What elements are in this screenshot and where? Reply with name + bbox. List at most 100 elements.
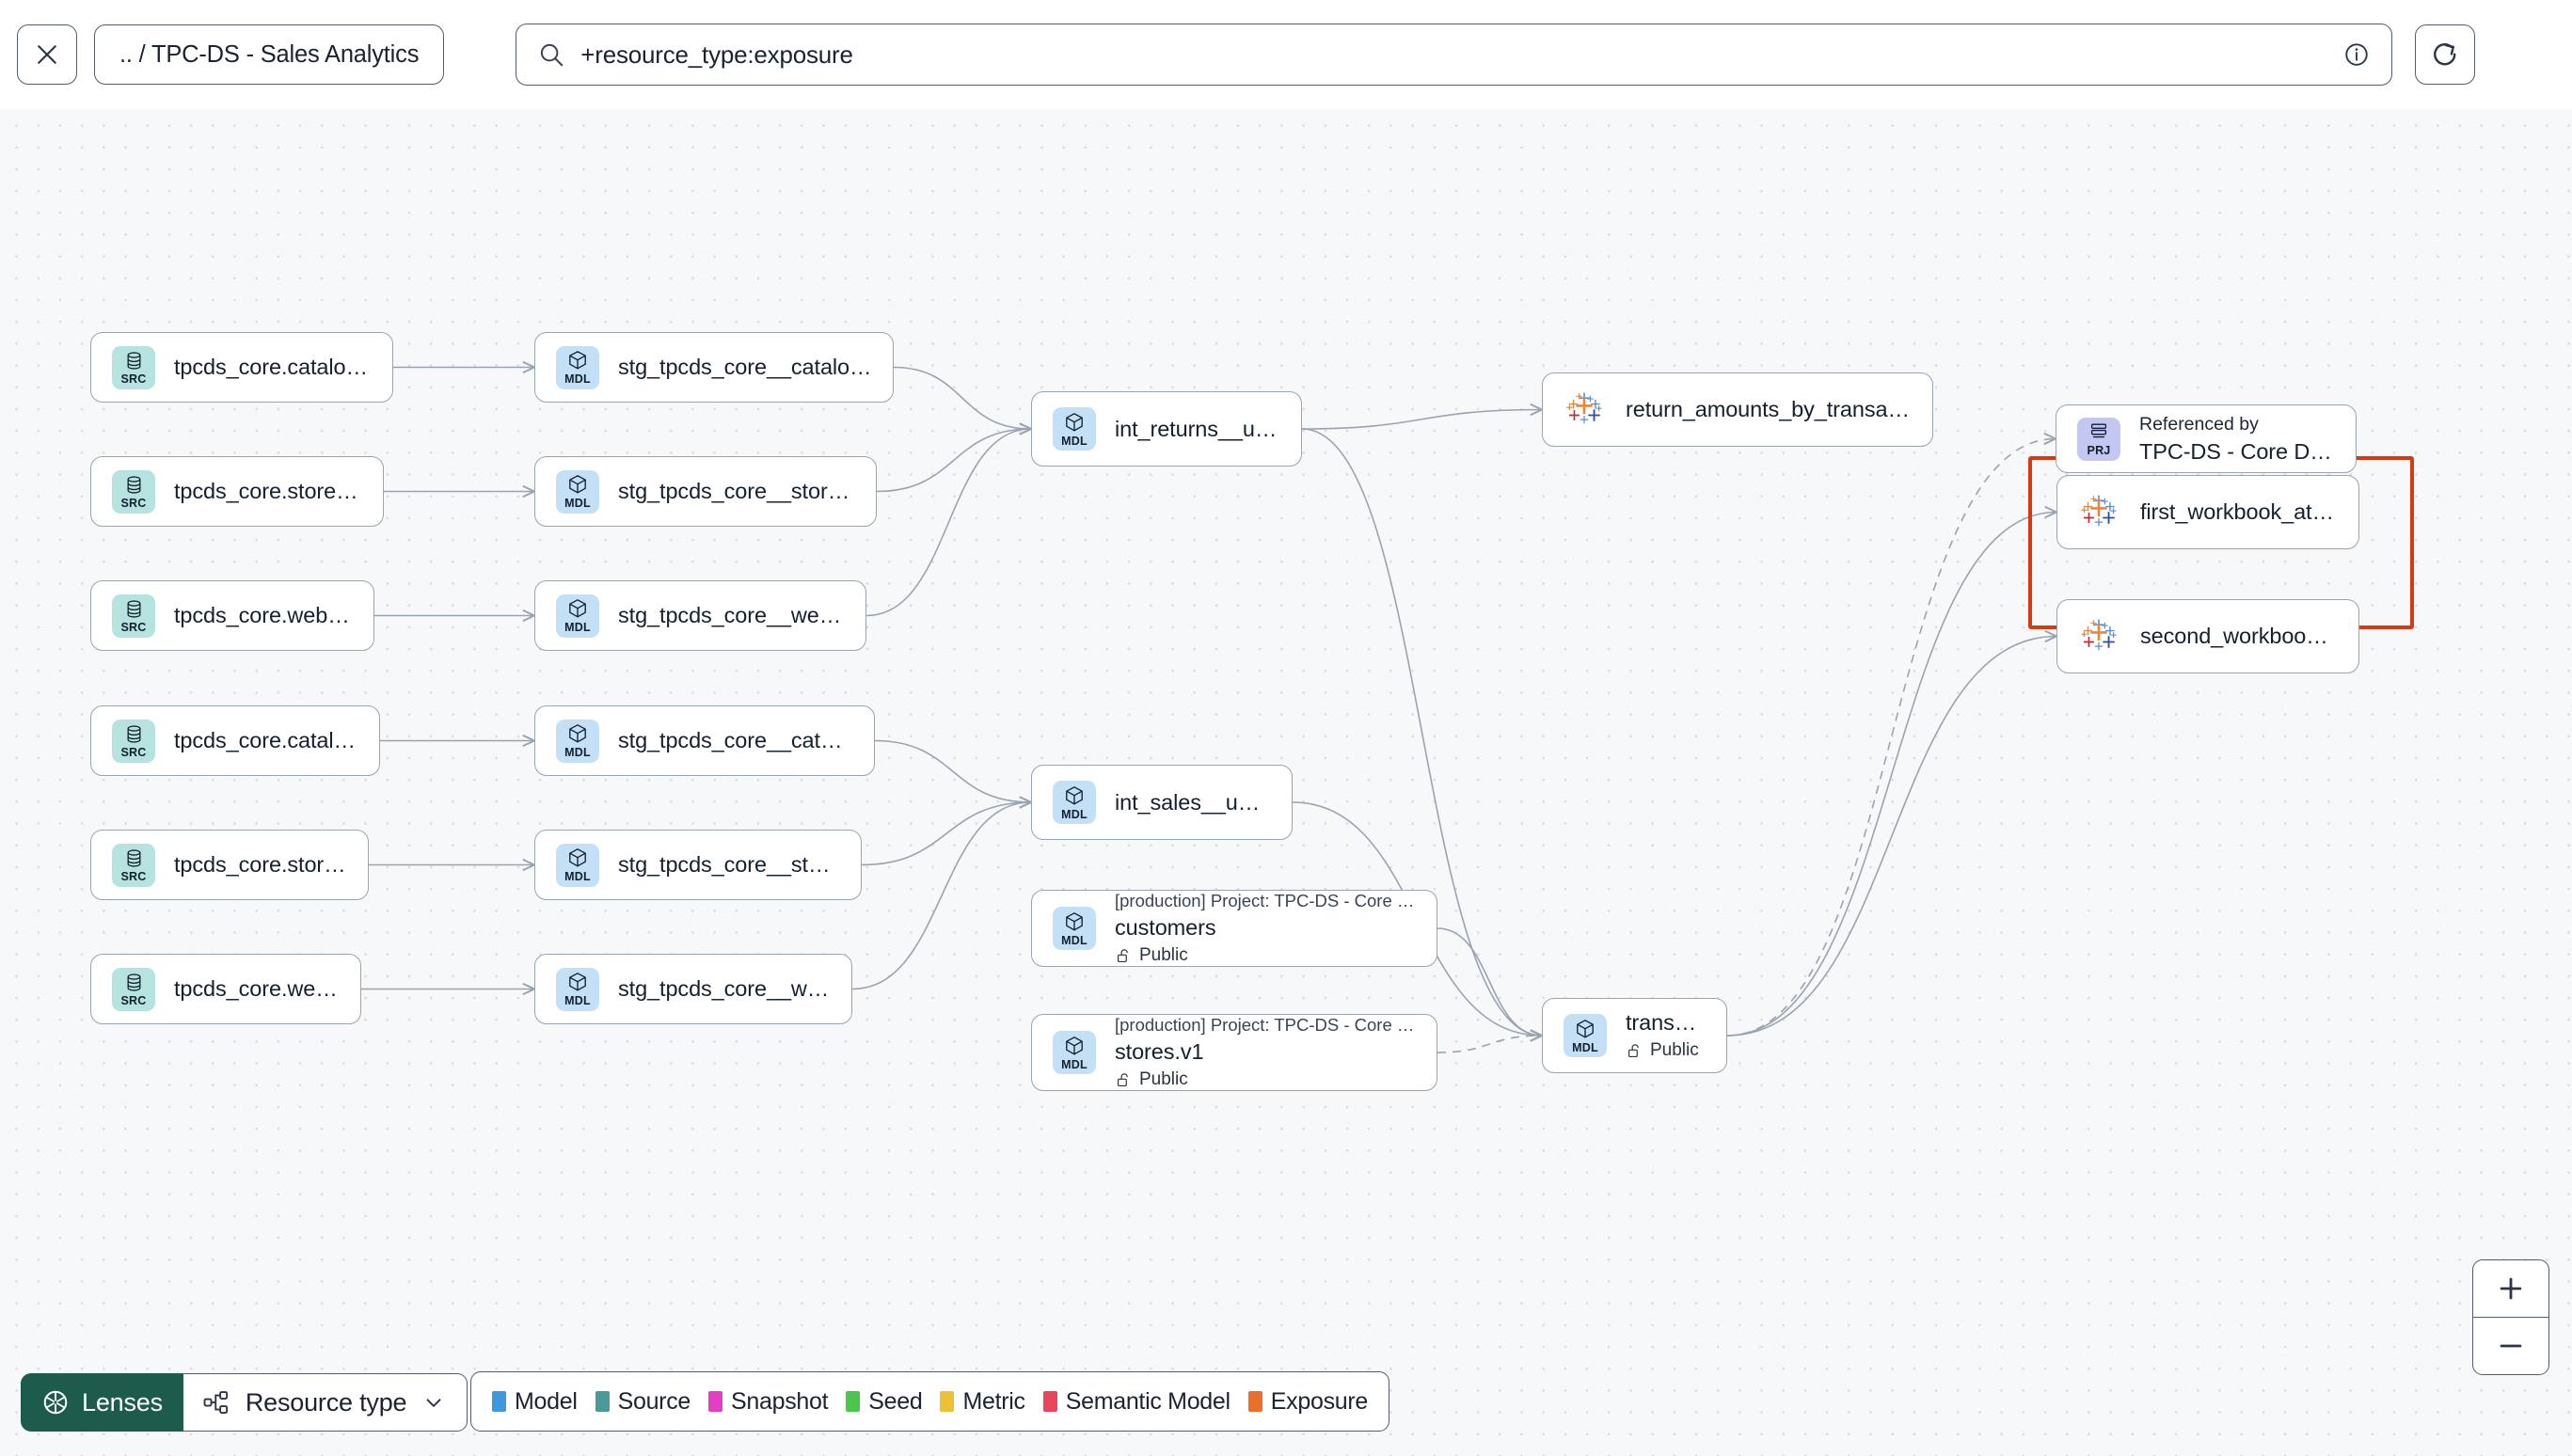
- chevron-down-icon: [426, 1399, 441, 1407]
- legend-item-metric[interactable]: Metric: [940, 1388, 1025, 1416]
- node-title: tpcds_core.catalog_sales: [174, 728, 358, 752]
- node-visibility: Public: [1115, 945, 1416, 966]
- node-kind-badge-mdl: MDL: [556, 469, 599, 514]
- graph-node-second_workbook[interactable]: second_workbook_connected_to_live…: [2056, 599, 2359, 673]
- bottom-toolbar: Lenses Resource type Model Source Snapshot…: [0, 1351, 2572, 1456]
- database-icon: [127, 476, 140, 494]
- cube-icon: [569, 351, 586, 370]
- zoom-in-button[interactable]: [2473, 1260, 2548, 1318]
- cube-icon: [1066, 785, 1083, 805]
- node-kind-badge-src: SRC: [112, 593, 155, 638]
- legend-item-exposure[interactable]: Exposure: [1247, 1387, 1369, 1416]
- legend-label: Source: [617, 1387, 691, 1415]
- zoom-controls: [2472, 1259, 2549, 1375]
- resource-type-dropdown[interactable]: Resource type: [183, 1373, 468, 1432]
- edge-customers-to-transactions: [1437, 927, 1542, 1036]
- plus-icon: [2500, 1277, 2522, 1300]
- close-button[interactable]: [17, 24, 77, 85]
- node-body: [production] Project: TPC-DS - Core Data…: [1115, 891, 1416, 966]
- node-title: stg_tpcds_core__store_returns: [618, 479, 855, 503]
- legend-item-snapshot[interactable]: Snapshot: [708, 1388, 829, 1416]
- node-body: stg_tpcds_core__web_returns: [618, 603, 845, 628]
- node-title: second_workbook_connected_to_live…: [2140, 624, 2338, 648]
- database-icon: [127, 973, 140, 991]
- graph-node-transactions[interactable]: MDLtransactionsPublic: [1542, 998, 1727, 1073]
- hierarchy-icon: [203, 1391, 228, 1414]
- search-icon: [537, 40, 565, 69]
- graph-node-first_workbook[interactable]: first_workbook_attached_to_tpc-ds_-_…: [2056, 475, 2359, 549]
- legend-label: Exposure: [1270, 1387, 1369, 1415]
- legend-item-model[interactable]: Model: [492, 1388, 578, 1416]
- graph-node-stg_store_returns[interactable]: MDL stg_tpcds_core__store_returns: [534, 456, 877, 527]
- lenses-button[interactable]: Lenses: [21, 1373, 183, 1432]
- node-kind-badge-src: SRC: [112, 967, 155, 1011]
- legend-item-semantic-model[interactable]: Semantic Model: [1042, 1388, 1230, 1416]
- breadcrumb[interactable]: .. / TPC-DS - Sales Analytics: [94, 24, 445, 85]
- database-icon: [127, 849, 140, 867]
- zoom-out-button[interactable]: [2473, 1318, 2548, 1374]
- legend-swatch: [1247, 1391, 1262, 1412]
- legend-swatch: [492, 1391, 506, 1412]
- node-kind-badge-mdl: MDL: [1053, 907, 1096, 950]
- info-icon[interactable]: [2342, 40, 2371, 69]
- node-subtitle: [production] Project: TPC-DS - Core Data…: [1115, 891, 1416, 910]
- lock-open-icon: [1117, 948, 1128, 962]
- node-title: tpcds_core.catalog_returns: [174, 355, 372, 379]
- cube-icon: [569, 724, 586, 743]
- graph-node-return_amounts[interactable]: return_amounts_by_transaction_type: [1542, 372, 1933, 447]
- legend-label: Seed: [868, 1387, 923, 1415]
- node-body: stg_tpcds_core__catalog_returns: [618, 355, 872, 380]
- tableau-plus-icon: [2081, 619, 2117, 650]
- lock-open-icon: [1117, 1072, 1128, 1086]
- graph-node-stores_v1[interactable]: MDL[production] Project: TPC-DS - Core D…: [1031, 1014, 1437, 1091]
- node-kind-badge-mdl: MDL: [1053, 1031, 1096, 1074]
- node-body: transactionsPublic: [1626, 1010, 1706, 1061]
- resource-type-legend: Model Source Snapshot Seed Metric Semantic Mo…: [470, 1371, 1389, 1432]
- node-title: stg_tpcds_core__catalog_returns: [618, 355, 872, 379]
- breadcrumb-label: .. / TPC-DS - Sales Analytics: [119, 40, 420, 68]
- node-body: tpcds_core.catalog_sales: [174, 728, 358, 753]
- graph-node-src_store_returns[interactable]: SRC tpcds_core.store_returns: [90, 456, 384, 527]
- refresh-button[interactable]: [2415, 24, 2476, 85]
- node-title: tpcds_core.store_returns: [174, 479, 362, 503]
- cube-icon: [1066, 1036, 1083, 1055]
- node-body: stg_tpcds_core__store_sales: [618, 852, 840, 878]
- cube-icon: [1066, 911, 1083, 931]
- node-body: tpcds_core.catalog_returns: [174, 355, 372, 380]
- cube-icon: [569, 475, 586, 494]
- search-bar[interactable]: [516, 24, 2393, 86]
- graph-node-stg_catalog_returns[interactable]: MDL stg_tpcds_core__catalog_returns: [534, 332, 894, 403]
- project-icon: [2090, 423, 2107, 438]
- node-kind-badge-src: SRC: [112, 469, 155, 514]
- edge-stg_web_returns-to-int_returns_unioned: [865, 429, 1031, 617]
- legend-swatch: [708, 1391, 723, 1412]
- node-body: tpcds_core.store_returns: [174, 479, 362, 504]
- edge-stg_web_sales-to-int_sales_unioned: [851, 802, 1031, 990]
- legend-item-seed[interactable]: Seed: [846, 1387, 923, 1416]
- tableau-plus-icon: [1566, 392, 1602, 423]
- resource-type-label: Resource type: [245, 1387, 407, 1416]
- node-body: stg_tpcds_core__web_sales: [618, 976, 831, 1002]
- graph-canvas[interactable]: SRCtpcds_core.catalog_returnsSRCtpcds_co…: [0, 109, 2572, 1456]
- exposure-icon: [2078, 495, 2120, 530]
- node-kind-badge-mdl: MDL: [556, 345, 599, 389]
- legend-item-source[interactable]: Source: [595, 1388, 691, 1416]
- edge-transactions-to-first_workbook: [1726, 513, 2056, 1037]
- node-title: tpcds_core.store_sales: [174, 852, 347, 877]
- graph-node-customers[interactable]: MDL [production] Project: TPC-DS - Core D…: [1031, 890, 1437, 967]
- node-kind-badge-mdl: MDL: [556, 593, 599, 638]
- graph-node-stg_web_returns[interactable]: MDL stg_tpcds_core__web_returns: [534, 580, 866, 651]
- search-input[interactable]: [580, 40, 2330, 70]
